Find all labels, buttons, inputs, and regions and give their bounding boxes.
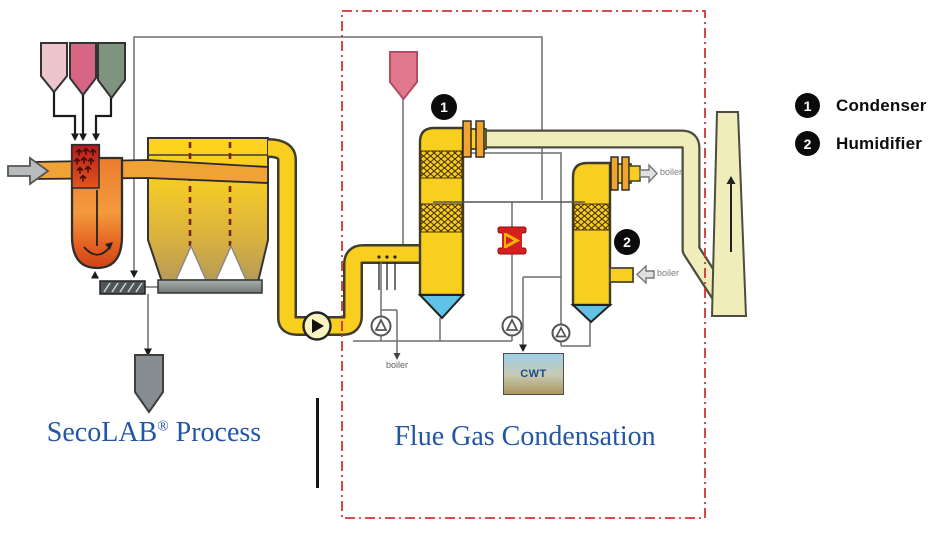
legend-label: Humidifier — [836, 133, 923, 153]
title-text: Flue Gas Condensation — [394, 421, 656, 452]
gas-duct-to-condenser — [267, 138, 421, 336]
packing-bed — [420, 203, 463, 233]
flange-icon — [610, 156, 619, 191]
title-text: SecoLAB — [46, 417, 158, 448]
flue-gas-condensation-boundary — [341, 10, 706, 519]
hopper-rose — [69, 42, 97, 97]
legend-marker-icon: 2 — [795, 131, 820, 156]
combustion-vessel — [70, 143, 124, 270]
pump-icon — [551, 323, 571, 343]
water-cone — [570, 304, 613, 324]
condenser-column — [417, 120, 487, 320]
humidifier-column — [570, 156, 641, 324]
stack-flow-arrow-icon — [726, 176, 736, 252]
condensate-line-top — [464, 152, 562, 277]
ash-hopper — [134, 354, 164, 414]
down-arrow-icon — [144, 348, 152, 356]
hopper-green — [97, 42, 126, 100]
up-arrow-icon — [91, 271, 99, 279]
recirculation-line — [133, 36, 543, 272]
section-title-flue-gas: Flue Gas Condensation — [372, 421, 678, 453]
legend-number: 2 — [803, 135, 812, 152]
condensate-cone — [417, 294, 466, 320]
section-title-secolab: SecoLAB® Process — [18, 417, 290, 449]
legend: 1 Condenser 2 Humidifier — [795, 93, 927, 156]
flange-icon — [462, 120, 472, 158]
boiler-label-out: boiler — [660, 167, 683, 177]
marker-condenser: 1 — [431, 94, 457, 120]
spray-nozzles-icon — [377, 255, 397, 290]
flue-pipe-to-stack — [484, 129, 728, 301]
gas-inlet-arrow-icon — [7, 156, 50, 186]
packing-bed — [420, 150, 463, 179]
pump-icon — [370, 315, 392, 337]
down-arrow-icon — [519, 344, 527, 352]
ash-conveyor — [99, 280, 146, 295]
pump-icon — [501, 315, 523, 337]
background-pipe-lines — [133, 36, 562, 350]
legend-marker-icon: 1 — [795, 93, 820, 118]
marker-number: 1 — [440, 99, 448, 115]
filter-unit — [147, 137, 269, 283]
filter-unit-hoppers — [157, 244, 263, 294]
boiler-in-arrow-icon — [635, 264, 655, 285]
boiler-air-inlet-stub — [609, 267, 634, 283]
boiler-label-drain: boiler — [386, 360, 409, 370]
legend-item-humidifier: 2 Humidifier — [795, 131, 927, 156]
hopper-pink-light — [40, 42, 68, 94]
title-text: Process — [168, 417, 262, 448]
legend-item-condenser: 1 Condenser — [795, 93, 927, 118]
fan-icon — [302, 311, 332, 341]
flange-icon — [475, 120, 485, 158]
marker-humidifier: 2 — [614, 229, 640, 255]
stack — [710, 111, 748, 317]
additive-hopper — [389, 51, 418, 101]
down-arrow-icon — [130, 270, 138, 278]
down-arrow-icon — [393, 353, 401, 360]
legend-number: 1 — [803, 97, 812, 114]
section-divider — [316, 398, 319, 488]
legend-label: Condenser — [836, 95, 927, 115]
registered-mark: ® — [157, 418, 169, 435]
packing-bed — [573, 203, 610, 231]
heat-exchanger — [497, 226, 527, 255]
cwt-label: CWT — [520, 368, 547, 380]
fuel-particles-icon — [73, 147, 97, 182]
flange-icon — [621, 156, 630, 191]
marker-number: 2 — [623, 234, 631, 250]
feed-hoppers — [40, 42, 126, 141]
boiler-label-in: boiler — [657, 268, 680, 278]
cwt-tank: CWT — [503, 353, 564, 395]
gas-turn-arrow-icon — [83, 246, 110, 256]
boiler-out-arrow-icon — [639, 163, 658, 184]
